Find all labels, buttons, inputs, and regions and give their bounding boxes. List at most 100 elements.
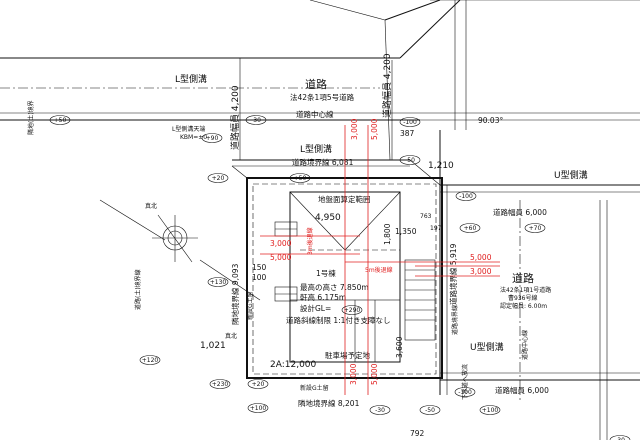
level-marker-p50_n2: +50 — [289, 173, 311, 183]
level-markers: +50 +90 -30 -100 -50 +20 +50 -100 +70 +130 +290 +23… — [49, 115, 631, 440]
dim-387: 387 — [400, 129, 415, 138]
dim-1800: 1,800 — [383, 223, 392, 245]
level-marker-m100_e: -100 — [455, 191, 477, 201]
dim-763: 763 — [420, 213, 432, 220]
level-marker-p70: +70 — [524, 223, 546, 233]
east-road-width-top: 道路幅員 6,000 — [493, 207, 547, 217]
bottom-boundary-dim: 隣地境界線 8,201 — [298, 398, 360, 408]
red-dim-3000-d: 3,000 — [349, 363, 358, 385]
red-dim-5000-a: 5,000 — [370, 118, 379, 140]
red-dim-3000-c: 3,000 — [470, 267, 492, 276]
east-road-width-bottom: 道路幅員 6,000 — [495, 385, 549, 395]
red-dim-5000-d: 5,000 — [370, 363, 379, 385]
compass — [152, 214, 198, 263]
red-dim-5000-b: 5,000 — [270, 253, 292, 262]
level-marker-p120: +120 — [139, 355, 161, 365]
setback-5m-label: 5m後退線 — [365, 266, 393, 274]
east-road-boundary: 道路境界線 — [451, 305, 459, 335]
level-value: +120 — [142, 357, 159, 364]
north-label-2: 真北 — [225, 332, 237, 340]
dim-197: 197 — [430, 225, 442, 232]
red-dim-3000-b: 3,000 — [270, 239, 292, 248]
setback-3m-label: 3m後退線 — [306, 227, 314, 255]
gutter-top-label: L型側溝天端 — [172, 125, 205, 133]
level-value: -50 — [405, 157, 415, 164]
eave-height: 軒高 6.175m — [300, 292, 346, 302]
level-value: -100 — [458, 389, 472, 396]
building-name: 1号棟 — [316, 268, 336, 278]
level-marker-m100_se: -100 — [454, 387, 476, 397]
left-boundary-dim: 隣地境界線 9,093 — [230, 263, 240, 325]
level-value: +100 — [482, 407, 499, 414]
east-road-subtitle: 法42条1項1号道路 — [500, 286, 551, 294]
red-dim-3000-a: 3,000 — [350, 118, 359, 140]
level-value: -100 — [459, 193, 473, 200]
height-table-1 — [274, 221, 298, 237]
dim-1350: 1,350 — [395, 227, 417, 236]
drain-label: 下水道へ放流 — [461, 364, 469, 400]
level-marker-p50_nw: +50 — [49, 115, 71, 125]
level-value: +100 — [250, 405, 267, 412]
level-marker-p60: +60 — [459, 223, 481, 233]
left-vertical-label: 隣地(土)境界 — [27, 100, 35, 135]
level-value: +60 — [464, 225, 477, 232]
design-gl: 設計GL= — [300, 303, 331, 313]
north-road-center-line-label: 道路中心線 — [296, 109, 334, 119]
north-road-width-label-2: 道路幅員 4,200 — [381, 53, 393, 118]
level-marker-p20_b: +20 — [247, 379, 269, 389]
level-value: -30 — [375, 407, 385, 414]
level-value: +90 — [206, 135, 219, 142]
parking-dim: 2A:12,000 — [270, 360, 317, 370]
dim-100: 100 — [252, 273, 267, 282]
dim-792: 792 — [410, 429, 425, 438]
level-marker-p290: +290 — [341, 305, 363, 315]
dim-1021: 1,021 — [200, 341, 226, 351]
level-marker-m50_n: -50 — [399, 155, 421, 165]
level-marker-m100_n: -100 — [399, 117, 421, 127]
north-boundary-label: 道路境界線 6,081 — [292, 157, 354, 167]
level-value: +130 — [210, 279, 227, 286]
max-height: 最高の高さ 7.850m — [300, 282, 369, 292]
level-marker-p230: +230 — [209, 379, 231, 389]
red-dim-5000-c: 5,000 — [470, 253, 492, 262]
level-value: +230 — [212, 381, 229, 388]
north-gutter-label: L型側溝 — [175, 73, 207, 85]
level-marker-m30_b: -30 — [609, 435, 631, 440]
dim-3600: 3,600 — [395, 336, 404, 358]
height-table-2 — [274, 286, 298, 302]
red-setback-lines — [260, 125, 500, 395]
east-road-certified-width: 認定幅員: 6.00m — [500, 302, 547, 310]
left-road-label: 道路(土)境界線 — [134, 269, 142, 310]
east-boundary-dim: 道路境界線 5,919 — [448, 243, 458, 305]
level-value: -30 — [615, 437, 625, 440]
east-road-title: 道路 — [512, 271, 534, 285]
bottom-retaining-wall: 新設G土留 — [300, 384, 329, 392]
level-value: +50 — [54, 117, 67, 124]
north-gutter-label-2: L型側溝 — [300, 143, 332, 155]
level-value: -100 — [403, 119, 417, 126]
kbm-label: KBM=±0 — [180, 134, 207, 141]
level-marker-m30_n: -30 — [245, 115, 267, 125]
level-value: +20 — [252, 381, 265, 388]
level-value: +70 — [529, 225, 542, 232]
north-road-width-label: 道路幅員 4,200 — [229, 85, 241, 150]
north-road-title: 道路 — [305, 77, 327, 91]
dim-4950: 4,950 — [315, 213, 341, 223]
east-road-center: 道路中心線 — [521, 330, 529, 360]
level-marker-p100_b: +100 — [479, 405, 501, 415]
site-boundary — [231, 165, 443, 379]
east-road-lines — [439, 130, 640, 440]
dim-1210: 1,210 — [428, 161, 454, 171]
level-value: -30 — [251, 117, 261, 124]
dim-150: 150 — [252, 263, 267, 272]
north-road-subtitle: 法42条1項5号道路 — [290, 92, 355, 102]
level-value: +290 — [344, 307, 361, 314]
ground-area-label: 地盤面算定範囲 — [318, 194, 371, 204]
level-marker-p130: +130 — [207, 277, 229, 287]
level-marker-p100: +100 — [247, 403, 269, 413]
level-marker-p90: +90 — [201, 133, 223, 143]
building-1 — [289, 191, 436, 363]
angle-label: 90.03° — [478, 116, 503, 125]
